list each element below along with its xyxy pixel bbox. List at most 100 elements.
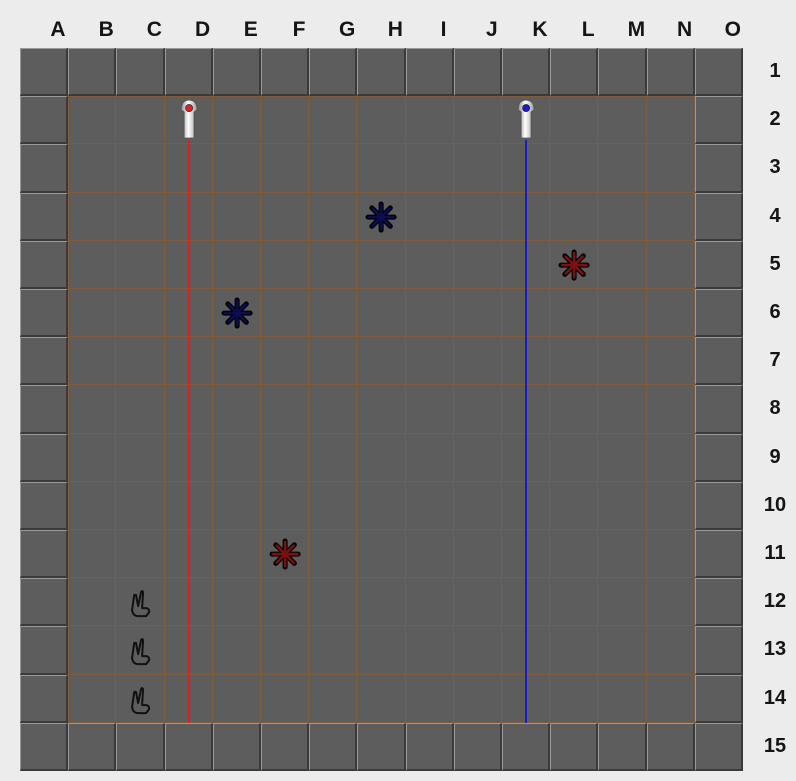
board-cell-i2[interactable] (406, 96, 454, 144)
board-cell-l2[interactable] (550, 96, 598, 144)
board-cell-c9[interactable] (116, 434, 164, 482)
board-cell-l11[interactable] (550, 530, 598, 578)
board-cell-n7[interactable] (647, 337, 695, 385)
board-cell-l3[interactable] (550, 144, 598, 192)
board-cell-a13[interactable] (20, 626, 68, 674)
board-cell-i14[interactable] (406, 675, 454, 723)
board-cell-j8[interactable] (454, 385, 502, 433)
red-star-icon[interactable] (261, 530, 309, 578)
board-cell-n14[interactable] (647, 675, 695, 723)
board-cell-j5[interactable] (454, 241, 502, 289)
board-cell-j2[interactable] (454, 96, 502, 144)
board-cell-o6[interactable] (695, 289, 743, 337)
board-cell-j3[interactable] (454, 144, 502, 192)
board-cell-a8[interactable] (20, 385, 68, 433)
board-cell-f1[interactable] (261, 48, 309, 96)
board-cell-m10[interactable] (598, 482, 646, 530)
board-cell-b1[interactable] (68, 48, 116, 96)
board-cell-b13[interactable] (68, 626, 116, 674)
board-cell-j12[interactable] (454, 578, 502, 626)
board-cell-f5[interactable] (261, 241, 309, 289)
board-cell-n4[interactable] (647, 193, 695, 241)
board-cell-n9[interactable] (647, 434, 695, 482)
board-cell-e11[interactable] (213, 530, 261, 578)
board-cell-b3[interactable] (68, 144, 116, 192)
board-cell-g13[interactable] (309, 626, 357, 674)
board-cell-c4[interactable] (116, 193, 164, 241)
board-cell-e10[interactable] (213, 482, 261, 530)
board-cell-o11[interactable] (695, 530, 743, 578)
blue-laser-emitter-icon[interactable] (502, 96, 550, 144)
board-cell-i5[interactable] (406, 241, 454, 289)
board-cell-a14[interactable] (20, 675, 68, 723)
board-cell-e1[interactable] (213, 48, 261, 96)
board-cell-g3[interactable] (309, 144, 357, 192)
board-cell-m5[interactable] (598, 241, 646, 289)
board-cell-h11[interactable] (357, 530, 405, 578)
red-star-icon[interactable] (550, 241, 598, 289)
board-cell-o5[interactable] (695, 241, 743, 289)
board-cell-g6[interactable] (309, 289, 357, 337)
board-cell-a4[interactable] (20, 193, 68, 241)
board-cell-c5[interactable] (116, 241, 164, 289)
board-cell-l7[interactable] (550, 337, 598, 385)
board-cell-h1[interactable] (357, 48, 405, 96)
board-cell-o15[interactable] (695, 723, 743, 771)
board-cell-i6[interactable] (406, 289, 454, 337)
board-cell-f10[interactable] (261, 482, 309, 530)
board-cell-h2[interactable] (357, 96, 405, 144)
hand-icon[interactable] (116, 675, 164, 723)
board-cell-h7[interactable] (357, 337, 405, 385)
board-cell-a9[interactable] (20, 434, 68, 482)
board-cell-g2[interactable] (309, 96, 357, 144)
board-cell-n10[interactable] (647, 482, 695, 530)
board-cell-m14[interactable] (598, 675, 646, 723)
board-cell-e7[interactable] (213, 337, 261, 385)
board-cell-a3[interactable] (20, 144, 68, 192)
board-cell-o2[interactable] (695, 96, 743, 144)
board-cell-i13[interactable] (406, 626, 454, 674)
board-cell-b10[interactable] (68, 482, 116, 530)
board-cell-n6[interactable] (647, 289, 695, 337)
board-cell-i4[interactable] (406, 193, 454, 241)
board-cell-e5[interactable] (213, 241, 261, 289)
board-cell-i15[interactable] (406, 723, 454, 771)
board-cell-h14[interactable] (357, 675, 405, 723)
board-cell-a2[interactable] (20, 96, 68, 144)
board-cell-g7[interactable] (309, 337, 357, 385)
board-cell-c11[interactable] (116, 530, 164, 578)
board-cell-h3[interactable] (357, 144, 405, 192)
board-cell-f9[interactable] (261, 434, 309, 482)
board-cell-f8[interactable] (261, 385, 309, 433)
board-cell-b6[interactable] (68, 289, 116, 337)
board-cell-i3[interactable] (406, 144, 454, 192)
board-cell-l1[interactable] (550, 48, 598, 96)
board-cell-j9[interactable] (454, 434, 502, 482)
board-cell-e8[interactable] (213, 385, 261, 433)
board-cell-f6[interactable] (261, 289, 309, 337)
board-cell-n15[interactable] (647, 723, 695, 771)
board-cell-g14[interactable] (309, 675, 357, 723)
board-cell-f13[interactable] (261, 626, 309, 674)
board-cell-c8[interactable] (116, 385, 164, 433)
board-cell-o12[interactable] (695, 578, 743, 626)
game-board[interactable] (20, 48, 742, 768)
board-cell-o13[interactable] (695, 626, 743, 674)
board-cell-n3[interactable] (647, 144, 695, 192)
board-cell-j15[interactable] (454, 723, 502, 771)
board-cell-j13[interactable] (454, 626, 502, 674)
board-cell-m13[interactable] (598, 626, 646, 674)
board-cell-e9[interactable] (213, 434, 261, 482)
board-cell-f7[interactable] (261, 337, 309, 385)
board-cell-o1[interactable] (695, 48, 743, 96)
board-cell-o8[interactable] (695, 385, 743, 433)
board-cell-m1[interactable] (598, 48, 646, 96)
board-cell-e14[interactable] (213, 675, 261, 723)
board-cell-g4[interactable] (309, 193, 357, 241)
board-cell-a6[interactable] (20, 289, 68, 337)
board-cell-c15[interactable] (116, 723, 164, 771)
board-cell-m2[interactable] (598, 96, 646, 144)
hand-icon[interactable] (116, 578, 164, 626)
board-cell-c7[interactable] (116, 337, 164, 385)
board-cell-h6[interactable] (357, 289, 405, 337)
